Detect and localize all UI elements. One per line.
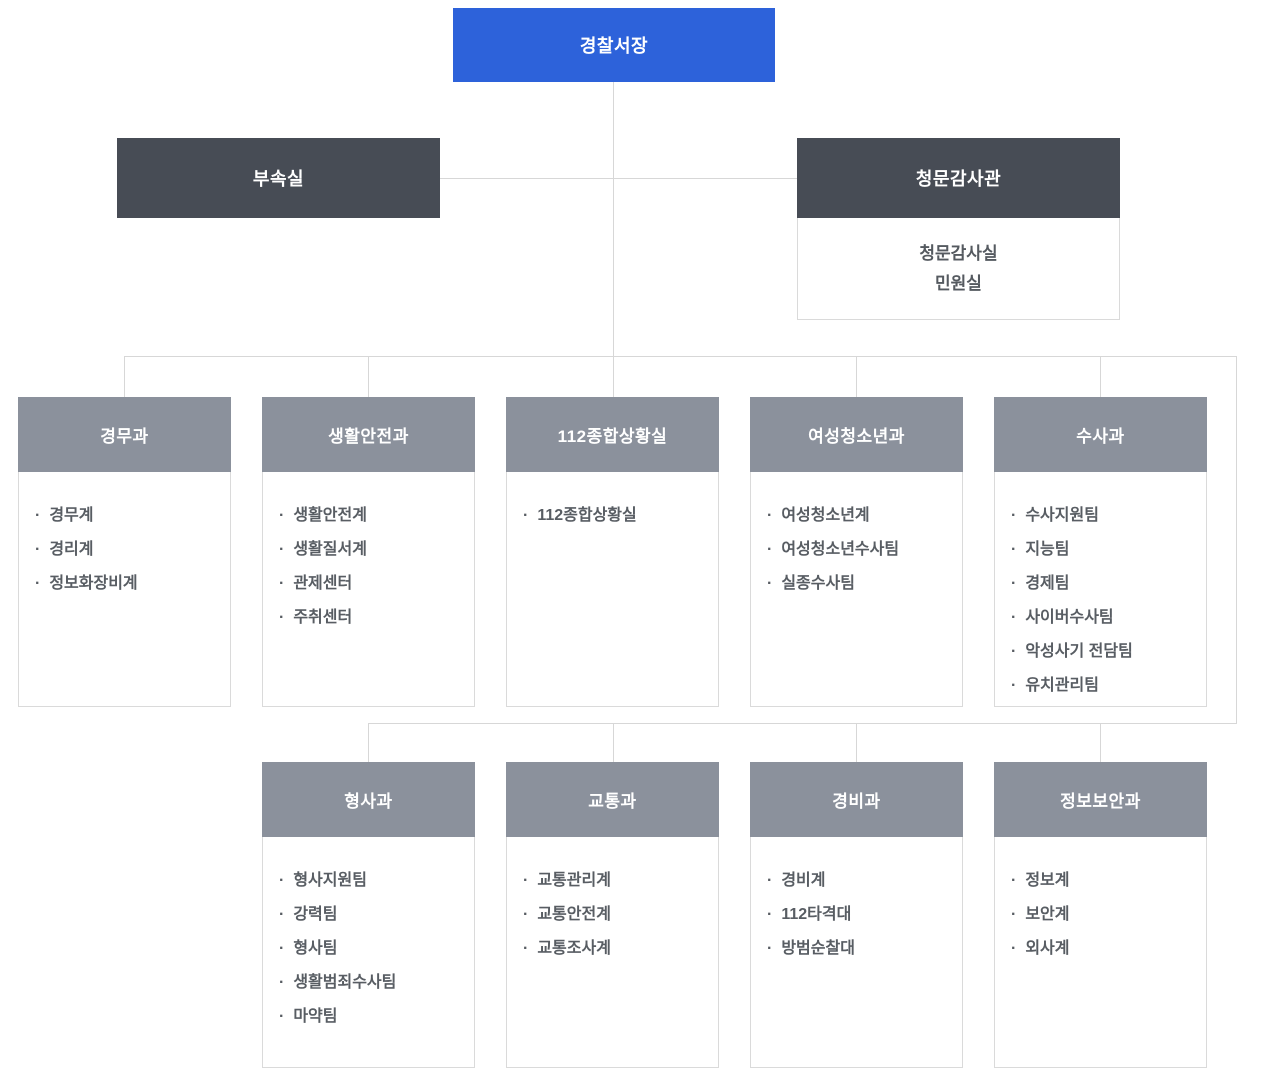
org-unit-item: 유치관리팀 <box>1011 669 1192 703</box>
org-node-audit-inspector-body: 청문감사실 민원실 <box>797 218 1120 320</box>
org-dept-여성청소년과-unit-list: 여성청소년계여성청소년수사팀실종수사팀 <box>751 472 962 611</box>
org-dept-교통과: 교통과교통관리계교통안전계교통조사계 <box>506 762 719 1068</box>
org-node-audit-inspector: 청문감사관 청문감사실 민원실 <box>797 138 1120 320</box>
org-unit-item: 여성청소년수사팀 <box>767 533 948 567</box>
org-unit-item: 사이버수사팀 <box>1011 601 1192 635</box>
org-unit-item: 교통안전계 <box>523 898 704 932</box>
org-node-audit-inspector-label: 청문감사관 <box>915 169 1002 189</box>
org-dept-경무과-unit-list: 경무계경리계정보화장비계 <box>19 472 230 611</box>
org-dept-정보보안과-header: 정보보안과 <box>994 762 1207 837</box>
org-dept-형사과-unit-list: 형사지원팀강력팀형사팀생활범죄수사팀마약팀 <box>263 837 474 1044</box>
org-dept-경비과-header: 경비과 <box>750 762 963 837</box>
org-node-audit-inspector-header: 청문감사관 <box>797 138 1120 218</box>
org-node-annex-office-label: 부속실 <box>252 169 305 189</box>
org-dept-정보보안과: 정보보안과정보계보안계외사계 <box>994 762 1207 1068</box>
org-unit-item: 경리계 <box>35 533 216 567</box>
connector-drop-row2-col2 <box>368 723 369 763</box>
org-unit-item: 지능팀 <box>1011 533 1192 567</box>
org-dept-경무과-header: 경무과 <box>18 397 231 472</box>
connector-drop-row2-col4 <box>856 723 857 763</box>
connector-drop-row1-col5 <box>1100 356 1101 398</box>
org-unit-item: 교통관리계 <box>523 864 704 898</box>
audit-sub-item: 민원실 <box>935 274 982 293</box>
org-unit-item: 형사지원팀 <box>279 864 460 898</box>
org-dept-생활안전과-header: 생활안전과 <box>262 397 475 472</box>
org-unit-item: 방범순찰대 <box>767 932 948 966</box>
connector-bus-row2 <box>368 723 1237 724</box>
org-dept-112종합상황실-header: 112종합상황실 <box>506 397 719 472</box>
org-unit-item: 마약팀 <box>279 1000 460 1034</box>
connector-drop-row1-col1 <box>124 356 125 398</box>
org-dept-수사과-header: 수사과 <box>994 397 1207 472</box>
org-unit-item: 주취센터 <box>279 601 460 635</box>
org-unit-item: 실종수사팀 <box>767 567 948 601</box>
org-unit-item: 경무계 <box>35 499 216 533</box>
org-dept-교통과-unit-list: 교통관리계교통안전계교통조사계 <box>507 837 718 976</box>
org-dept-정보보안과-unit-list: 정보계보안계외사계 <box>995 837 1206 976</box>
org-unit-item: 여성청소년계 <box>767 499 948 533</box>
org-unit-item: 112종합상황실 <box>523 499 704 533</box>
connector-right-vertical <box>1236 356 1237 724</box>
org-dept-수사과-unit-list: 수사지원팀지능팀경제팀사이버수사팀악성사기 전담팀유치관리팀 <box>995 472 1206 713</box>
org-unit-item: 수사지원팀 <box>1011 499 1192 533</box>
audit-sub-item: 청문감사실 <box>919 244 998 263</box>
org-node-police-chief: 경찰서장 <box>453 8 775 82</box>
org-dept-형사과-header: 형사과 <box>262 762 475 837</box>
org-dept-여성청소년과: 여성청소년과여성청소년계여성청소년수사팀실종수사팀 <box>750 397 963 707</box>
connector-drop-row1-col4 <box>856 356 857 398</box>
org-unit-item: 형사팀 <box>279 932 460 966</box>
connector-root-vertical <box>613 82 614 357</box>
connector-drop-row1-col3 <box>613 356 614 398</box>
org-unit-item: 외사계 <box>1011 932 1192 966</box>
org-unit-item: 정보화장비계 <box>35 567 216 601</box>
org-dept-경비과: 경비과경비계112타격대방범순찰대 <box>750 762 963 1068</box>
org-unit-item: 경비계 <box>767 864 948 898</box>
org-dept-형사과: 형사과형사지원팀강력팀형사팀생활범죄수사팀마약팀 <box>262 762 475 1068</box>
connector-drop-row2-col5 <box>1100 723 1101 763</box>
org-unit-item: 강력팀 <box>279 898 460 932</box>
org-unit-item: 보안계 <box>1011 898 1192 932</box>
org-dept-생활안전과: 생활안전과생활안전계생활질서계관제센터주취센터 <box>262 397 475 707</box>
org-unit-item: 112타격대 <box>767 898 948 932</box>
connector-drop-row2-col3 <box>613 723 614 763</box>
org-unit-item: 관제센터 <box>279 567 460 601</box>
org-unit-item: 악성사기 전담팀 <box>1011 635 1192 669</box>
org-dept-여성청소년과-header: 여성청소년과 <box>750 397 963 472</box>
org-dept-교통과-header: 교통과 <box>506 762 719 837</box>
org-dept-112종합상황실: 112종합상황실 112종합상황실 <box>506 397 719 707</box>
org-dept-112종합상황실-unit-list: 112종합상황실 <box>507 472 718 543</box>
org-unit-item: 생활범죄수사팀 <box>279 966 460 1000</box>
org-unit-item: 교통조사계 <box>523 932 704 966</box>
org-dept-수사과: 수사과수사지원팀지능팀경제팀사이버수사팀악성사기 전담팀유치관리팀 <box>994 397 1207 707</box>
org-unit-item: 정보계 <box>1011 864 1192 898</box>
org-unit-item: 생활질서계 <box>279 533 460 567</box>
org-unit-item: 경제팀 <box>1011 567 1192 601</box>
org-node-annex-office: 부속실 <box>117 138 440 218</box>
connector-staff-horizontal <box>440 178 797 179</box>
org-dept-경무과: 경무과경무계경리계정보화장비계 <box>18 397 231 707</box>
org-node-police-chief-label: 경찰서장 <box>579 36 649 56</box>
connector-drop-row1-col2 <box>368 356 369 398</box>
org-dept-경비과-unit-list: 경비계112타격대방범순찰대 <box>751 837 962 976</box>
org-unit-item: 생활안전계 <box>279 499 460 533</box>
connector-bus-row1 <box>124 356 1237 357</box>
org-dept-생활안전과-unit-list: 생활안전계생활질서계관제센터주취센터 <box>263 472 474 645</box>
